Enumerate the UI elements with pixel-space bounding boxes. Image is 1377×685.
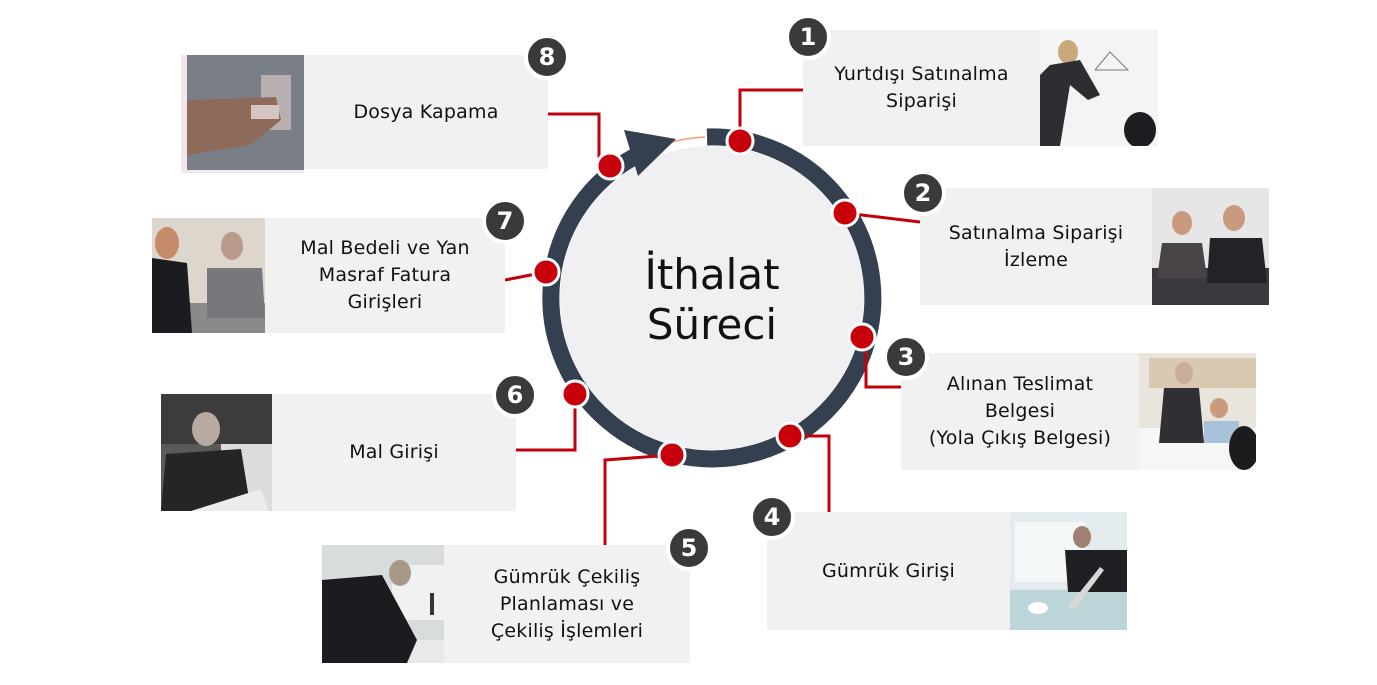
atm-card-photo-icon (181, 55, 304, 173)
connector-5 (603, 453, 673, 545)
step-photo-4 (1010, 512, 1127, 630)
presenter-photo-icon (1040, 30, 1158, 146)
step-photo-2 (1152, 188, 1269, 305)
node-5 (657, 440, 687, 470)
node-3 (847, 322, 877, 352)
node-1 (725, 126, 755, 156)
step-label-3: Alınan Teslimat Belgesi (Yola Çıkış Belg… (928, 373, 1112, 449)
node-2 (830, 198, 860, 228)
step-card-8: Dosya Kapama (304, 55, 548, 169)
connector-1 (738, 88, 803, 140)
step-badge-5: 5 (666, 525, 712, 571)
step-photo-6 (161, 394, 272, 511)
step-label-2: Satınalma Siparişi İzleme (948, 221, 1124, 271)
ring-gap-accent (671, 136, 706, 143)
step-label-6: Mal Girişi (349, 441, 439, 463)
team-meeting-photo-icon (1139, 353, 1256, 470)
step-label-4: Gümrük Girişi (821, 559, 956, 582)
title-line-1: İthalat (644, 250, 780, 299)
step-photo-1 (1040, 30, 1158, 146)
step-badge-2: 2 (900, 170, 946, 216)
step-card-5: Gümrük Çekiliş Planlaması ve Çekiliş İşl… (444, 545, 690, 663)
office-laptop-photo-icon (1010, 512, 1127, 630)
step-badge-8: 8 (524, 34, 570, 80)
step-label-7: Mal Bedeli ve Yan Masraf Fatura Girişler… (300, 237, 470, 313)
step-badge-7: 7 (482, 198, 528, 244)
step-card-4: Gümrük Girişi (767, 512, 1010, 630)
step-photo-5 (322, 545, 444, 663)
connector-6 (516, 394, 577, 452)
step-badge-6: 6 (492, 372, 538, 418)
node-7 (531, 257, 561, 287)
step-card-3: Alınan Teslimat Belgesi (Yola Çıkış Belg… (901, 353, 1139, 470)
node-6 (560, 379, 590, 409)
node-8 (595, 151, 625, 181)
step-label-5: Gümrük Çekiliş Planlaması ve Çekiliş İşl… (490, 565, 644, 642)
step-badge-1: 1 (785, 14, 831, 60)
man-writing-photo-icon (322, 545, 444, 663)
discussion-photo-icon (152, 218, 265, 333)
man-thinking-photo-icon (161, 394, 272, 511)
step-photo-7 (152, 218, 265, 333)
step-photo-3 (1139, 353, 1256, 470)
step-card-1: Yurtdışı Satınalma Siparişi (803, 30, 1040, 146)
step-photo-8 (181, 55, 304, 173)
arrow-head-icon (624, 130, 676, 176)
inner-circle (560, 146, 864, 450)
title-line-2: Süreci (646, 300, 778, 349)
step-badge-4: 4 (749, 494, 795, 540)
step-label-1: Yurtdışı Satınalma Siparişi (834, 63, 1009, 112)
step-badge-3: 3 (883, 334, 929, 380)
step-card-7: Mal Bedeli ve Yan Masraf Fatura Girişler… (265, 218, 505, 333)
step-label-8: Dosya Kapama (353, 100, 499, 123)
diagram-title: İthalat Süreci (592, 250, 832, 350)
node-4 (775, 421, 805, 451)
step-card-2: Satınalma Siparişi İzleme (920, 188, 1152, 305)
step-card-6: Mal Girişi (272, 394, 516, 511)
meeting-photo-icon (1152, 188, 1269, 305)
ring-nodes (531, 126, 877, 470)
